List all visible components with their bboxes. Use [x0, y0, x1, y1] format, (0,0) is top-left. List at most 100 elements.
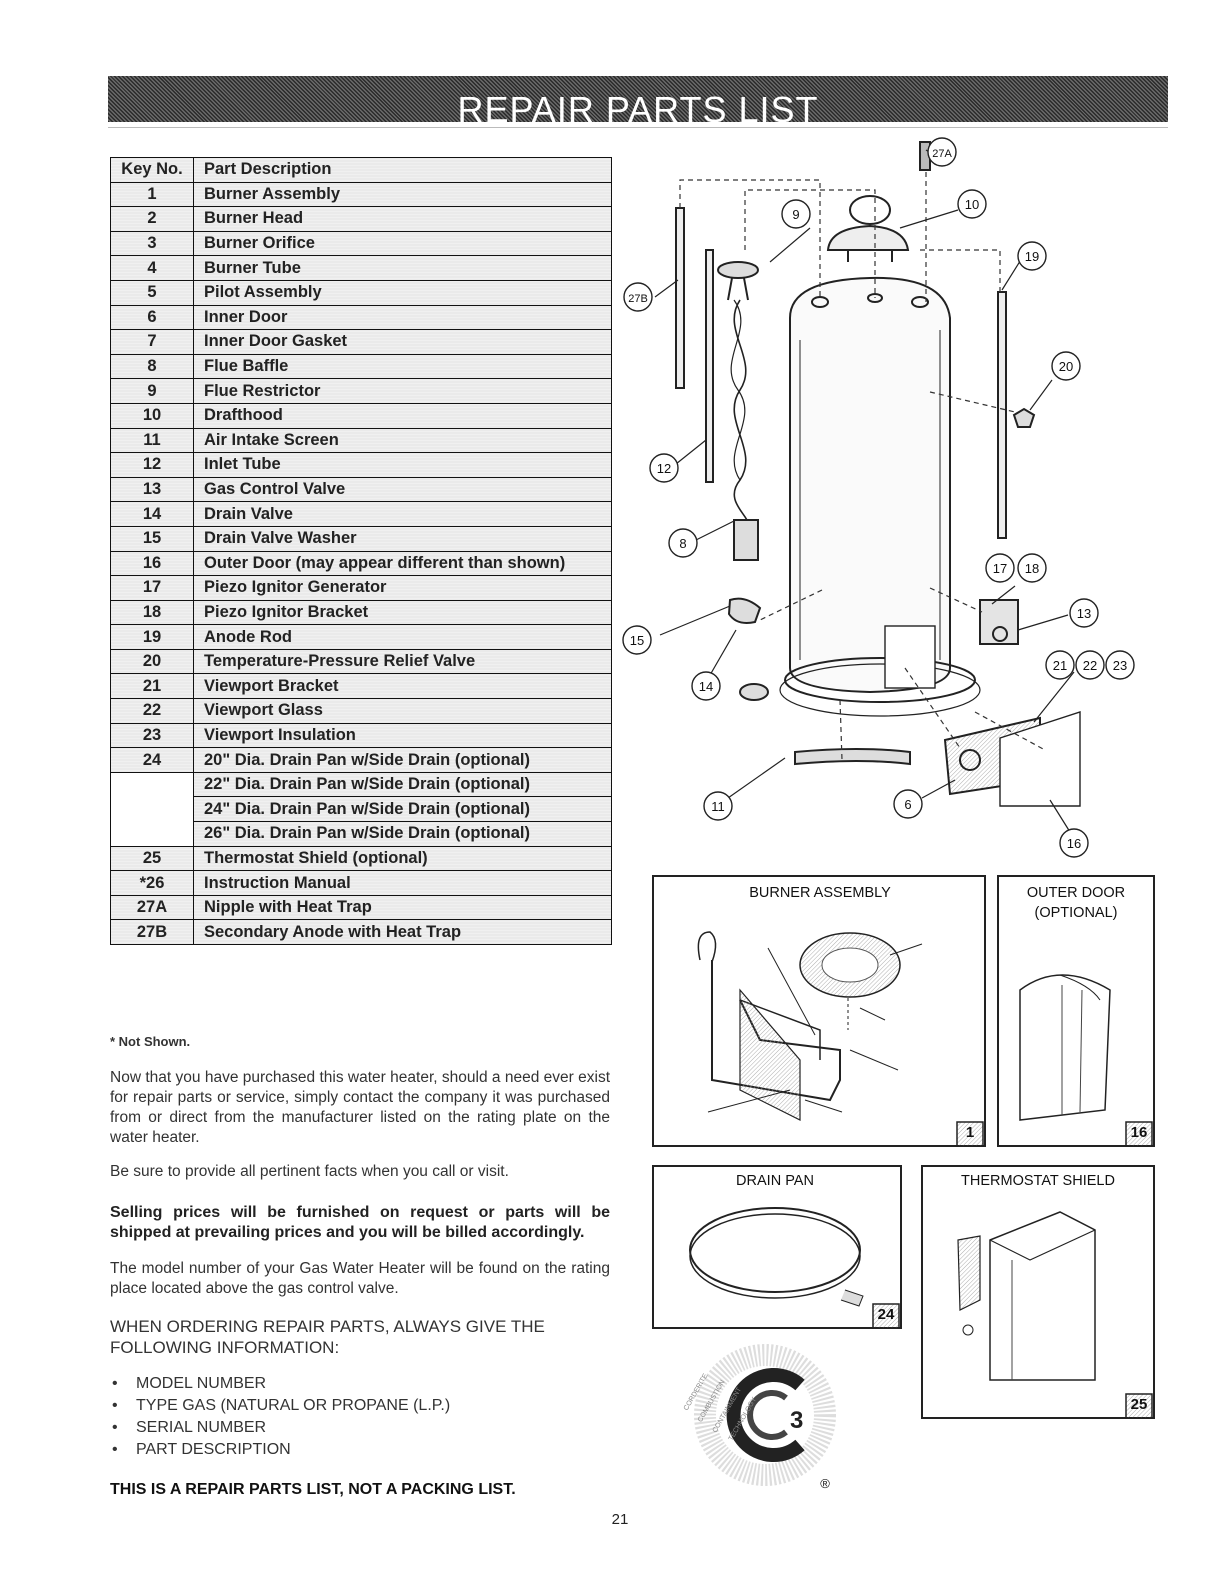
- part-description-cell: Piezo Ignitor Generator: [193, 575, 612, 601]
- part-description-cell: Burner Assembly: [193, 181, 612, 208]
- header-key-no: Key No.: [110, 157, 194, 183]
- outer-door-title: OUTER DOOR: [1026, 885, 1126, 901]
- table-row: 24" Dia. Drain Pan w/Side Drain (optiona…: [110, 796, 612, 823]
- table-header-row: Key No. Part Description: [110, 157, 612, 183]
- thermostat-shield-inset: [921, 1165, 1155, 1419]
- part-description-cell: Secondary Anode with Heat Trap: [193, 919, 612, 945]
- callout-16: 16: [1059, 828, 1089, 858]
- callout-15: 15: [622, 625, 652, 655]
- callout-label: 9: [792, 207, 799, 222]
- key-number-cell: 4: [110, 255, 194, 281]
- callout-9: 9: [781, 199, 811, 229]
- ordering-instructions: WHEN ORDERING REPAIR PARTS, ALWAYS GIVE …: [110, 1317, 545, 1357]
- callout-10: 10: [957, 189, 987, 219]
- callout-label: 19: [1025, 249, 1039, 264]
- page-number: 21: [611, 1511, 629, 1528]
- list-item: SERIAL NUMBER: [110, 1417, 450, 1439]
- callout-6: 6: [893, 789, 923, 819]
- key-number-cell: 27B: [110, 919, 194, 945]
- key-number-cell: 14: [110, 501, 194, 527]
- callout-22: 22: [1075, 650, 1105, 680]
- callout-label: 21: [1053, 658, 1067, 673]
- list-item: PART DESCRIPTION: [110, 1439, 450, 1461]
- key-number-cell: 17: [110, 575, 194, 601]
- callout-leader-lines: [654, 149, 1075, 833]
- callout-19: 19: [1017, 241, 1047, 271]
- callout-label: 16: [1067, 836, 1081, 851]
- part-description-cell: Viewport Insulation: [193, 722, 612, 749]
- page-title: REPAIR PARTS LIST: [457, 89, 819, 123]
- callout-27a: 27A: [927, 137, 957, 167]
- key-number-cell: 6: [110, 304, 194, 331]
- part-description-cell: 22" Dia. Drain Pan w/Side Drain (optiona…: [193, 771, 612, 798]
- callout-18: 18: [1017, 553, 1047, 583]
- table-row: 22" Dia. Drain Pan w/Side Drain (optiona…: [110, 771, 612, 798]
- outer-door-tag: 16: [1130, 1124, 1148, 1141]
- drain-pan-tag: 24: [877, 1306, 895, 1323]
- part-description-cell: Anode Rod: [193, 624, 612, 650]
- drain-pan-inset: [652, 1165, 902, 1329]
- callout-14: 14: [691, 671, 721, 701]
- key-number-cell: 12: [110, 452, 194, 478]
- callout-label: 22: [1083, 658, 1097, 673]
- dashed-leader-lines: [679, 172, 1046, 761]
- callout-8: 8: [668, 528, 698, 558]
- key-number-cell: [110, 771, 194, 797]
- pricing-paragraph: Selling prices will be furnished on requ…: [110, 1204, 610, 1241]
- key-number-cell: *26: [110, 870, 194, 896]
- part-description-cell: Viewport Bracket: [193, 673, 612, 700]
- callout-label: 20: [1059, 359, 1073, 374]
- model-number-paragraph: The model number of your Gas Water Heate…: [110, 1260, 610, 1297]
- key-number-cell: 1: [110, 181, 194, 208]
- key-number-cell: 27A: [110, 894, 194, 921]
- burner-assembly-inset: [652, 875, 986, 1147]
- header-part-description: Part Description: [193, 157, 612, 183]
- part-description-cell: Piezo Ignitor Bracket: [193, 599, 612, 626]
- facts-paragraph: Be sure to provide all pertinent facts w…: [110, 1163, 509, 1180]
- part-description-cell: Flue Baffle: [193, 353, 612, 380]
- callout-label: 12: [657, 461, 671, 476]
- callout-label: 27A: [932, 148, 952, 160]
- water-heater-tank: [675, 141, 1081, 807]
- key-number-cell: 10: [110, 402, 194, 429]
- part-description-cell: Drain Valve Washer: [193, 525, 612, 552]
- callout-label: 17: [993, 561, 1007, 576]
- repair-list-notice: THIS IS A REPAIR PARTS LIST, NOT A PACKI…: [110, 1481, 516, 1498]
- key-number-cell: 2: [110, 206, 194, 232]
- key-number-cell: 21: [110, 673, 194, 700]
- key-number-cell: 20: [110, 648, 194, 675]
- key-number-cell: 23: [110, 722, 194, 749]
- callout-label: 15: [630, 633, 644, 648]
- callout-label: 8: [679, 536, 686, 551]
- part-description-cell: Burner Tube: [193, 255, 612, 281]
- combustion-containment-logo: 3: [694, 1344, 836, 1486]
- part-description-cell: 20" Dia. Drain Pan w/Side Drain (optiona…: [193, 747, 612, 773]
- part-description-cell: Thermostat Shield (optional): [193, 845, 612, 872]
- part-description-cell: Inner Door: [193, 304, 612, 331]
- key-number-cell: [110, 821, 194, 847]
- burner-assembly-tag: 1: [965, 1124, 975, 1141]
- banner-rule: [108, 127, 1168, 128]
- part-description-cell: Inlet Tube: [193, 452, 612, 478]
- part-description-cell: Flue Restrictor: [193, 378, 612, 404]
- key-number-cell: 3: [110, 230, 194, 257]
